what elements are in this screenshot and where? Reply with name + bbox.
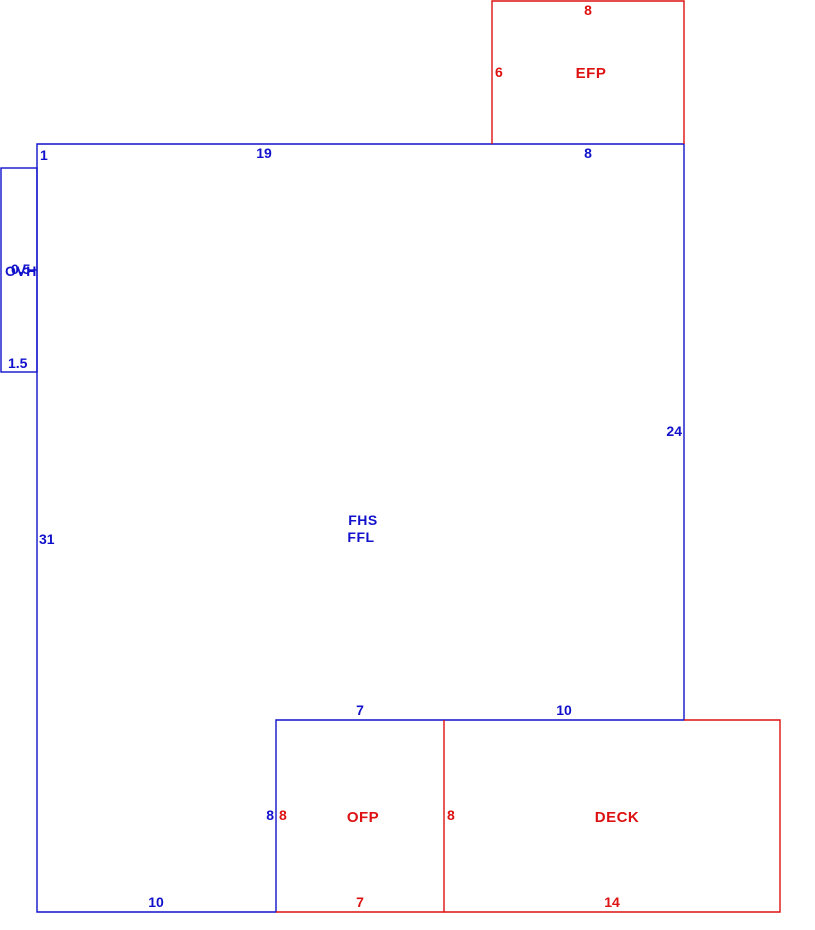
- efp-outline: [491, 0, 685, 144]
- dim-left-side: 31: [39, 531, 55, 547]
- dim-inner-top-left: 7: [356, 702, 364, 718]
- dim-overhang-height: 1.5: [8, 355, 28, 371]
- dim-right-side: 24: [666, 423, 682, 439]
- area-label-deck: DECK: [595, 809, 640, 826]
- deck-outline: [444, 719, 781, 913]
- dim-inner-top-right: 10: [556, 702, 572, 718]
- dim-top-left-run: 19: [256, 145, 272, 161]
- dim-inner-left: 8: [266, 807, 274, 823]
- dim-top-right-run: 8: [584, 145, 592, 161]
- dim-overhang-width: 0.5: [11, 261, 31, 277]
- dim-ofp-bottom: 7: [356, 894, 364, 910]
- dim-efp-side: 6: [495, 64, 503, 80]
- area-label-ffl: FFL: [347, 529, 374, 545]
- area-label-ofp: OFP: [347, 809, 379, 826]
- area-label-efp: EFP: [576, 65, 607, 82]
- dim-bottom: 10: [148, 894, 164, 910]
- main-structure-outline: [36, 143, 685, 913]
- dim-efp-top: 8: [584, 2, 592, 18]
- dim-deck-bottom: 14: [604, 894, 620, 910]
- ofp-area: 8 7 OFP: [276, 720, 445, 913]
- area-label-ovh: OVH: [5, 263, 37, 279]
- efp-area: 8 6 EFP: [491, 0, 685, 144]
- dim-top-left-corner: 1: [40, 147, 48, 163]
- overhang: 1.5 0.5 OVH: [0, 167, 38, 373]
- area-label-fhs: FHS: [348, 512, 378, 528]
- dim-deck-side: 8: [447, 807, 455, 823]
- dim-ofp-side: 8: [279, 807, 287, 823]
- main-structure: 1 19 8 24 31 7 10 8 10 FHS FFL: [36, 143, 685, 913]
- deck-area: 8 14 DECK: [444, 719, 781, 913]
